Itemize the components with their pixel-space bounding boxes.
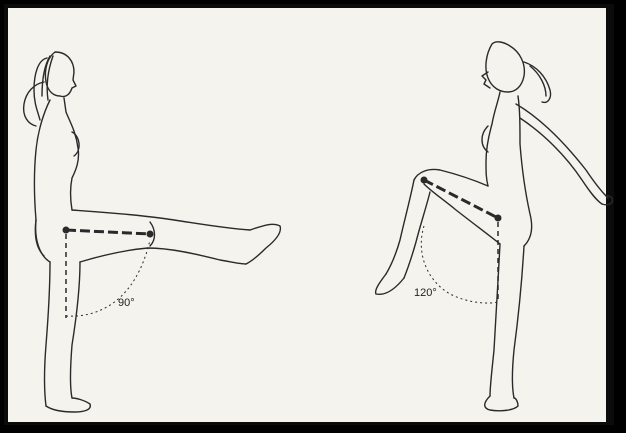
hand-right <box>602 196 612 205</box>
figure-knee-raised <box>376 42 613 411</box>
hip-joint-dot <box>63 227 70 234</box>
head-outline-right <box>486 42 524 92</box>
standing-leg-back-right <box>513 246 525 398</box>
knee-joint-dot-right <box>421 177 428 184</box>
knee-joint-dot <box>147 231 154 238</box>
torso-back <box>35 100 51 256</box>
angle-label-left: 90° <box>118 297 135 309</box>
standing-leg-back <box>45 262 51 406</box>
standing-leg-front-right <box>490 244 500 396</box>
measurement-left: 90° <box>63 227 154 319</box>
measurement-right: 120° <box>414 177 502 304</box>
standing-leg-front <box>71 262 81 398</box>
extended-thigh-bottom <box>80 248 246 264</box>
arm-lower-right <box>520 118 602 204</box>
extended-thigh-top <box>72 210 250 230</box>
head-outline <box>45 52 76 97</box>
thigh-axis-line <box>66 230 150 234</box>
standing-foot <box>46 398 90 412</box>
angle-arc <box>66 240 150 316</box>
torso-front-right <box>486 92 500 186</box>
angle-label-right: 120° <box>414 287 437 299</box>
extended-foot <box>246 224 280 264</box>
standing-foot-right <box>485 396 518 411</box>
hip-joint-dot-right <box>495 215 502 222</box>
raised-foot <box>376 274 404 294</box>
arm-upper-right <box>516 104 608 198</box>
buttock <box>36 220 50 262</box>
